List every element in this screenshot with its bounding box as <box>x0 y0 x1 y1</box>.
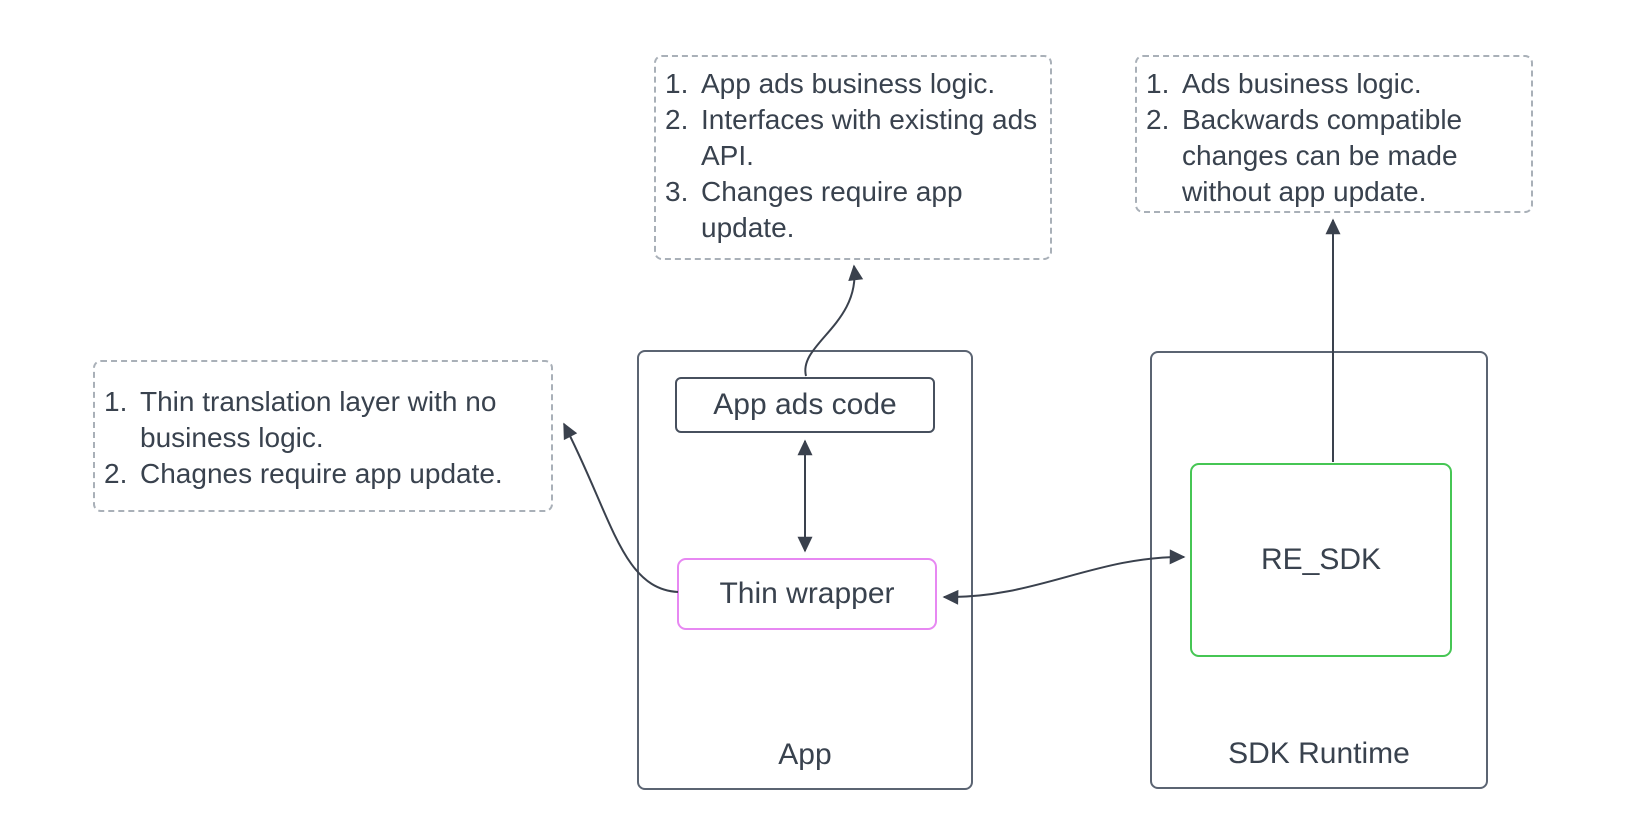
note-app-ads-code: 1. App ads business logic. 2. Interfaces… <box>654 55 1052 260</box>
note-item-number: 3. <box>665 176 689 207</box>
note-item-text: Ads business logic. <box>1182 68 1422 99</box>
note-item-number: 2. <box>1146 104 1170 135</box>
note-item-text: Chagnes require app update. <box>140 458 503 489</box>
container-sdk-runtime-label: SDK Runtime <box>1228 737 1410 770</box>
note-thin-wrapper: 1. Thin translation layer with no busine… <box>93 360 553 512</box>
note-item-number: 1. <box>1146 68 1170 99</box>
container-app-label: App <box>778 738 832 771</box>
note-item-number: 2. <box>104 458 128 489</box>
node-thin-wrapper-label: Thin wrapper <box>719 577 895 610</box>
note-item-text: Thin translation layer with no business … <box>140 386 497 453</box>
note-item-number: 1. <box>665 68 689 99</box>
note-sdk: 1. Ads business logic. 2. Backwards comp… <box>1135 55 1533 213</box>
note-item: 1. App ads business logic. <box>663 66 1042 102</box>
node-thin-wrapper: Thin wrapper <box>677 558 937 630</box>
note-item-number: 2. <box>665 104 689 135</box>
note-item: 2. Backwards compatible changes can be m… <box>1144 102 1523 210</box>
node-re-sdk-label: RE_SDK <box>1260 543 1382 576</box>
node-re-sdk: RE_SDK <box>1190 463 1452 657</box>
note-item: 2. Chagnes require app update. <box>102 456 543 492</box>
note-item: 1. Thin translation layer with no busine… <box>102 384 543 456</box>
note-item-text: App ads business logic. <box>701 68 996 99</box>
connector-thinwrapper-resdk <box>942 549 1186 605</box>
note-item: 3. Changes require app update. <box>663 174 1042 246</box>
note-item-text: Changes require app update. <box>701 176 963 243</box>
note-item: 2. Interfaces with existing ads API. <box>663 102 1042 174</box>
note-item-text: Interfaces with existing ads API. <box>701 104 1038 171</box>
note-item: 1. Ads business logic. <box>1144 66 1523 102</box>
node-app-ads-code: App ads code <box>675 377 935 433</box>
note-item-number: 1. <box>104 386 128 417</box>
note-item-text: Backwards compatible changes can be made… <box>1182 104 1463 207</box>
node-app-ads-code-label: App ads code <box>713 388 897 421</box>
